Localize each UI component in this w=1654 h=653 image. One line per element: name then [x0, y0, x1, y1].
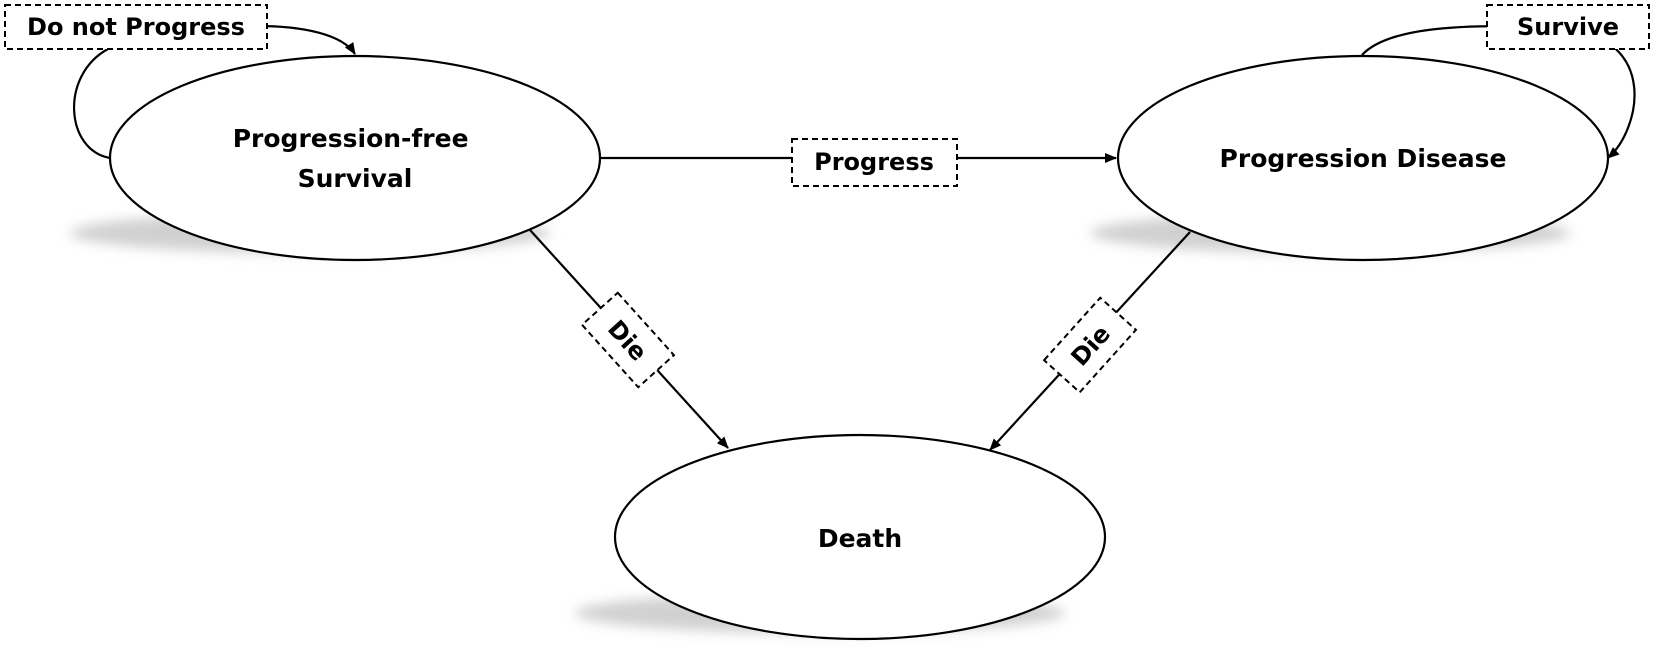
die-from-pd-label: Die [1042, 296, 1138, 394]
progress-label-text: Progress [814, 148, 934, 176]
death-node-shape [613, 433, 1107, 641]
do-not-progress-label: Do not Progress [4, 4, 268, 50]
survive-label-box [1486, 4, 1650, 50]
pfs-node-shape [108, 54, 602, 262]
pd-node-shape [1116, 54, 1610, 262]
pfs-node-label-line2: Survival [298, 164, 413, 193]
progress-label: Progress [791, 138, 958, 187]
pd-node-label: Progression Disease [1220, 144, 1507, 173]
pfs-node: Progression-free Survival [108, 54, 602, 262]
do-not-progress-label-box [4, 4, 268, 50]
survive-label-text: Survive [1517, 13, 1619, 41]
death-node-label: Death [818, 524, 902, 553]
do-not-progress-label-text: Do not Progress [27, 13, 245, 41]
death-node: Death [613, 433, 1107, 641]
die-from-pd-label-box [1042, 296, 1138, 394]
progress-label-box [791, 138, 958, 187]
pfs-node-label-line1: Progression-free [233, 124, 469, 153]
pd-node: Progression Disease [1116, 54, 1610, 262]
survive-label: Survive [1486, 4, 1650, 50]
pfs-node-label: Progression-free Survival [233, 124, 478, 193]
